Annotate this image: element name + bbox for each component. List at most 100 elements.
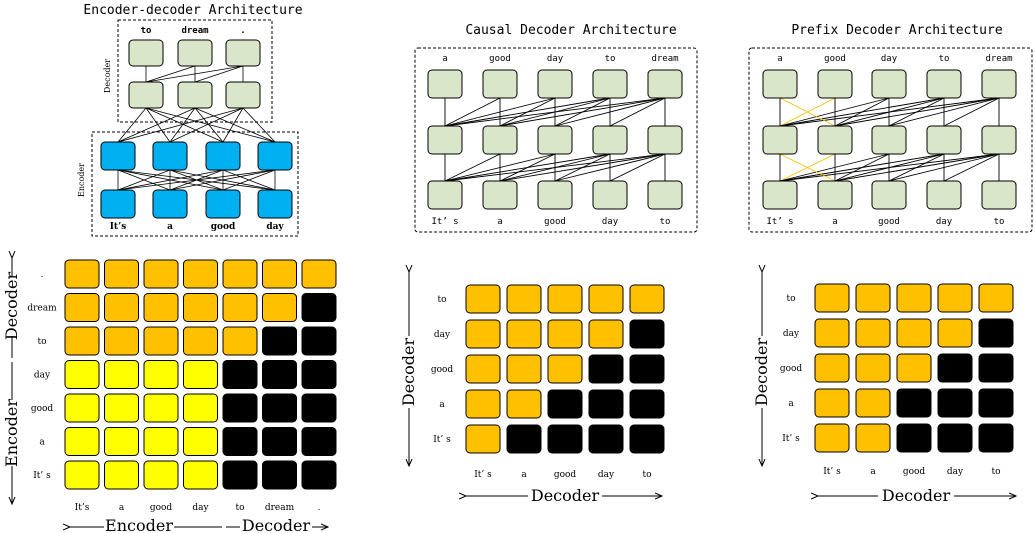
causal-node <box>647 69 683 99</box>
prefix-mask-row-label: good <box>780 364 803 374</box>
ed-mask-cell <box>104 326 139 356</box>
ed-mask-cell <box>262 360 297 389</box>
causal-top-token: a <box>442 54 447 64</box>
causal-mask-col-label: It’ s <box>474 470 492 480</box>
ed-cross-edge <box>222 107 244 143</box>
ed-cross-edge <box>169 107 244 143</box>
ed-mask-col-label: good <box>150 503 173 513</box>
ed-mask-cell <box>222 326 258 356</box>
prefix-edge <box>943 97 1000 127</box>
decoder-group-box <box>117 19 273 123</box>
causal-edge <box>444 97 556 127</box>
causal-edge <box>444 153 556 182</box>
causal-edge <box>444 153 501 182</box>
causal-mask-cell <box>629 319 665 349</box>
prefix-mask-cell <box>855 283 891 313</box>
ed-mask-row-label: It’ s <box>33 471 51 481</box>
prefix-mask-cell <box>896 388 932 418</box>
causal-mask-cell <box>506 354 542 384</box>
prefix-node <box>817 125 853 155</box>
causal-mask-cell <box>547 424 583 454</box>
ed-mask-cell <box>222 393 258 423</box>
ed-mask-cell <box>301 460 337 490</box>
prefix-mask-row-label: It’ s <box>782 434 800 444</box>
causal-connections <box>444 97 666 182</box>
ed-decoder-token-3: . <box>240 26 245 36</box>
ed-decoder-node <box>225 39 261 67</box>
causal-top-token: dream <box>651 54 678 64</box>
ed-mask-cell <box>143 427 179 456</box>
ed-mask-cell <box>64 360 100 389</box>
prefix-mask-cell <box>978 423 1014 453</box>
ed-cross-edge <box>242 107 276 143</box>
prefix-mask-col-label: day <box>947 467 964 477</box>
causal-mask-col-label: to <box>642 470 651 480</box>
causal-edge <box>554 153 666 182</box>
ed-decoder-node <box>177 39 213 67</box>
ed-mask-cell <box>262 293 297 322</box>
ed-cross-edge <box>194 107 276 143</box>
ed-mask-cell <box>183 393 218 423</box>
ed-axis-x-decoder: Decoder <box>242 516 311 533</box>
prefix-mask-cell <box>814 388 850 418</box>
causal-bottom-token: to <box>660 217 671 227</box>
prefix-title: Prefix Decoder Architecture <box>791 23 1002 38</box>
prefix-mask-cell <box>978 318 1014 348</box>
prefix-mask-cell <box>814 318 850 348</box>
ed-mask-cell <box>143 259 179 289</box>
causal-mask-cell <box>506 284 542 314</box>
prefix-edge <box>779 153 890 182</box>
causal-bottom-token: day <box>602 217 619 227</box>
encoder-group-box <box>91 131 299 237</box>
prefix-connections <box>779 97 1000 182</box>
ed-decoder-node <box>128 39 164 67</box>
prefix-mask-cell <box>937 318 973 348</box>
causal-edge <box>444 97 611 127</box>
causal-edge <box>609 97 666 127</box>
causal-mask-cell <box>547 284 583 314</box>
ed-encoder-node <box>257 189 293 219</box>
causal-mask-cell <box>588 389 624 419</box>
ed-decoder-node <box>128 81 164 109</box>
prefix-node <box>926 125 962 155</box>
prefix-edge <box>888 153 1000 182</box>
prefix-bottom-token: a <box>832 217 837 227</box>
prefix-edge <box>779 153 945 182</box>
causal-axis-y: Decoder <box>399 338 418 407</box>
ed-mask-cell <box>104 460 139 490</box>
ed-decoder-edge <box>145 65 244 83</box>
ed-matrix-axes: Encoder Decoder Decoder Encoder <box>2 258 328 533</box>
ed-mask-cell <box>64 393 100 423</box>
prefix-mask-cell <box>896 423 932 453</box>
ed-mask-cell <box>104 393 139 423</box>
causal-mask-cell <box>547 319 583 349</box>
encoder-decoder-connections <box>117 65 276 191</box>
causal-mask-col-label: good <box>554 470 577 480</box>
ed-cross-edge <box>117 107 147 143</box>
causal-nodes <box>427 69 683 210</box>
ed-cross-edge <box>145 107 224 143</box>
ed-mask-cell <box>262 326 297 356</box>
ed-encoder-node <box>205 189 241 219</box>
ed-mask-cell <box>64 293 100 322</box>
prefix-bottom-token: day <box>936 217 953 227</box>
causal-mask-cell <box>547 354 583 384</box>
prefix-node <box>762 180 798 210</box>
prefix-node <box>926 180 962 210</box>
causal-mask-cell <box>506 319 542 349</box>
causal-mask-cell <box>588 284 624 314</box>
ed-cross-edge <box>117 107 196 143</box>
ed-mask-cell <box>262 427 297 456</box>
prefix-mask-cell <box>814 283 850 313</box>
prefix-mask-row-label: a <box>788 399 794 409</box>
prefix-mask-cell <box>814 423 850 453</box>
prefix-node <box>926 69 962 99</box>
encoder-group-label: Encoder <box>77 163 86 197</box>
prefix-top-token: dream <box>985 54 1012 64</box>
causal-node <box>592 69 628 99</box>
prefix-mask-cell <box>855 388 891 418</box>
